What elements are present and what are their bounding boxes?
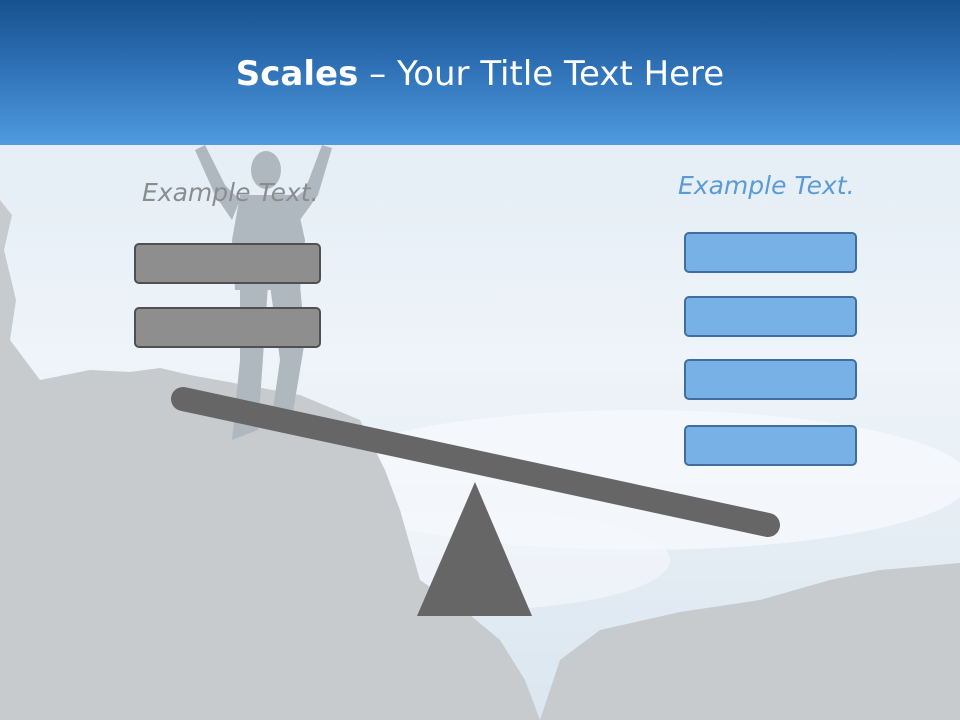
right-label: Example Text. — [678, 171, 855, 200]
left-box-1 — [134, 243, 321, 284]
right-box-3 — [684, 359, 857, 400]
slide-title: Scales – Your Title Text Here — [0, 52, 960, 96]
right-box-2 — [684, 296, 857, 337]
left-label: Example Text. — [142, 178, 319, 207]
right-box-4 — [684, 425, 857, 466]
title-bold: Scales — [235, 54, 359, 94]
right-box-1 — [684, 232, 857, 273]
right-cliff — [540, 563, 960, 720]
left-box-2 — [134, 307, 321, 348]
header-bar: Scales – Your Title Text Here — [0, 0, 960, 145]
title-rest: – Your Title Text Here — [358, 54, 725, 94]
